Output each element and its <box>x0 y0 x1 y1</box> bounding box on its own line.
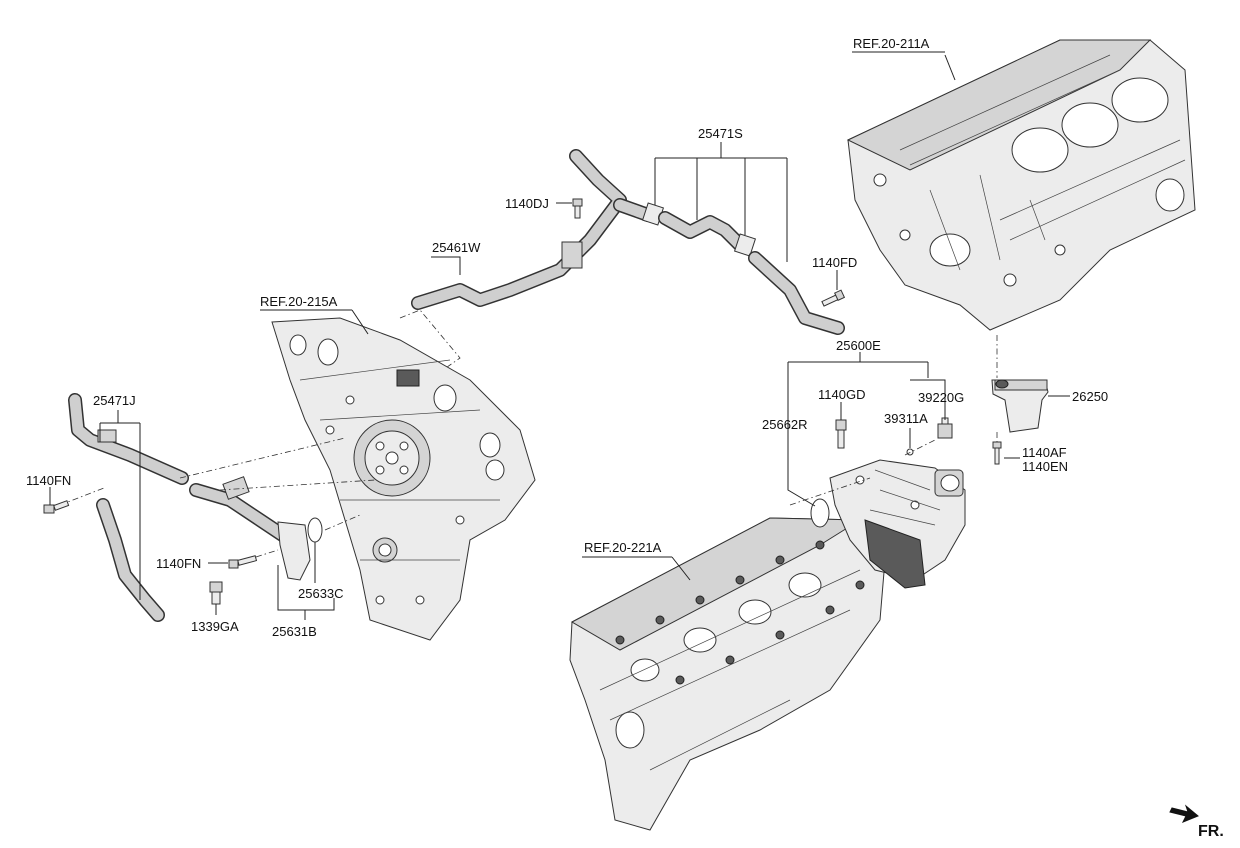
cylinder-block <box>846 39 1196 331</box>
oring-centerline <box>324 514 361 531</box>
part-label-39311a: 39311A <box>884 411 928 426</box>
temp-sensor-39220g <box>937 417 953 439</box>
ref-label-221a: REF.20-221A <box>584 540 662 555</box>
bolt-1140gd <box>835 419 847 449</box>
part-label-1339ga: 1339GA <box>191 619 239 634</box>
timing-front-cover <box>271 317 536 641</box>
bolt-centerline <box>59 487 105 506</box>
part-label-25633c: 25633C <box>298 586 344 601</box>
part-label-1140dj: 1140DJ <box>505 196 549 211</box>
thermostat-pipe-25631b <box>189 476 311 581</box>
leader-25600e <box>787 361 929 507</box>
housing-centerline <box>789 477 871 506</box>
bolt-1140fn-mid <box>228 555 258 569</box>
part-label-25631b: 25631B <box>272 624 317 639</box>
leader-25471j <box>99 422 141 600</box>
coolant-reservoir-part <box>991 379 1049 433</box>
part-label-25471j: 25471J <box>93 393 136 408</box>
part-label-1140en: 1140EN <box>1022 459 1068 474</box>
coolant-hose-25471s <box>641 202 845 335</box>
pipe-to-cover-centerline <box>399 309 461 373</box>
part-label-26250: 26250 <box>1072 389 1108 404</box>
cylinder-head <box>569 517 886 831</box>
part-label-25461w: 25461W <box>432 240 481 255</box>
ref-label-215a: REF.20-215A <box>260 294 338 309</box>
leader-25631b <box>277 565 335 611</box>
direction-label: FR. <box>1198 823 1224 840</box>
bolt-mid-centerline <box>255 549 279 558</box>
part-label-39220g: 39220G <box>918 390 964 405</box>
leader-39220g <box>910 379 946 420</box>
nut-1339ga <box>209 581 223 605</box>
ref-211a-leader <box>944 54 956 81</box>
sensor-centerline <box>904 439 936 456</box>
coolant-pipe-25461w <box>411 149 655 310</box>
bolt-1140fd <box>821 289 846 307</box>
part-label-25662r: 25662R <box>762 417 808 432</box>
front-direction-arrow-icon <box>1169 804 1199 823</box>
pipe-to-cover-centerline-2 <box>179 437 346 479</box>
part-label-1140fn-left: 1140FN <box>26 473 71 488</box>
part-label-1140af: 1140AF <box>1022 445 1067 460</box>
o-ring-39311a <box>906 448 914 456</box>
part-label-1140fd: 1140FD <box>812 255 857 270</box>
ref-221a-leader <box>671 556 691 581</box>
part-label-25600e: 25600E <box>836 338 881 353</box>
bolt-1140fn-left <box>43 500 70 514</box>
gasket-25662r <box>810 498 830 528</box>
thermostat-centerline <box>219 479 376 491</box>
bolt-1140af <box>992 441 1002 465</box>
leader-25461w <box>431 256 461 275</box>
leader-25471s <box>654 157 788 262</box>
part-label-25471s: 25471S <box>698 126 743 141</box>
coolant-pipe-25471j <box>68 393 189 622</box>
ref-215a-leader <box>351 309 369 335</box>
ref-label-211a: REF.20-211A <box>853 36 930 51</box>
part-label-1140gd: 1140GD <box>818 387 865 402</box>
coolant-control-housing-25600e <box>829 459 966 589</box>
o-ring-25633c <box>307 517 323 543</box>
bolt-1140dj <box>572 198 583 219</box>
part-label-1140fn-mid: 1140FN <box>156 556 201 571</box>
